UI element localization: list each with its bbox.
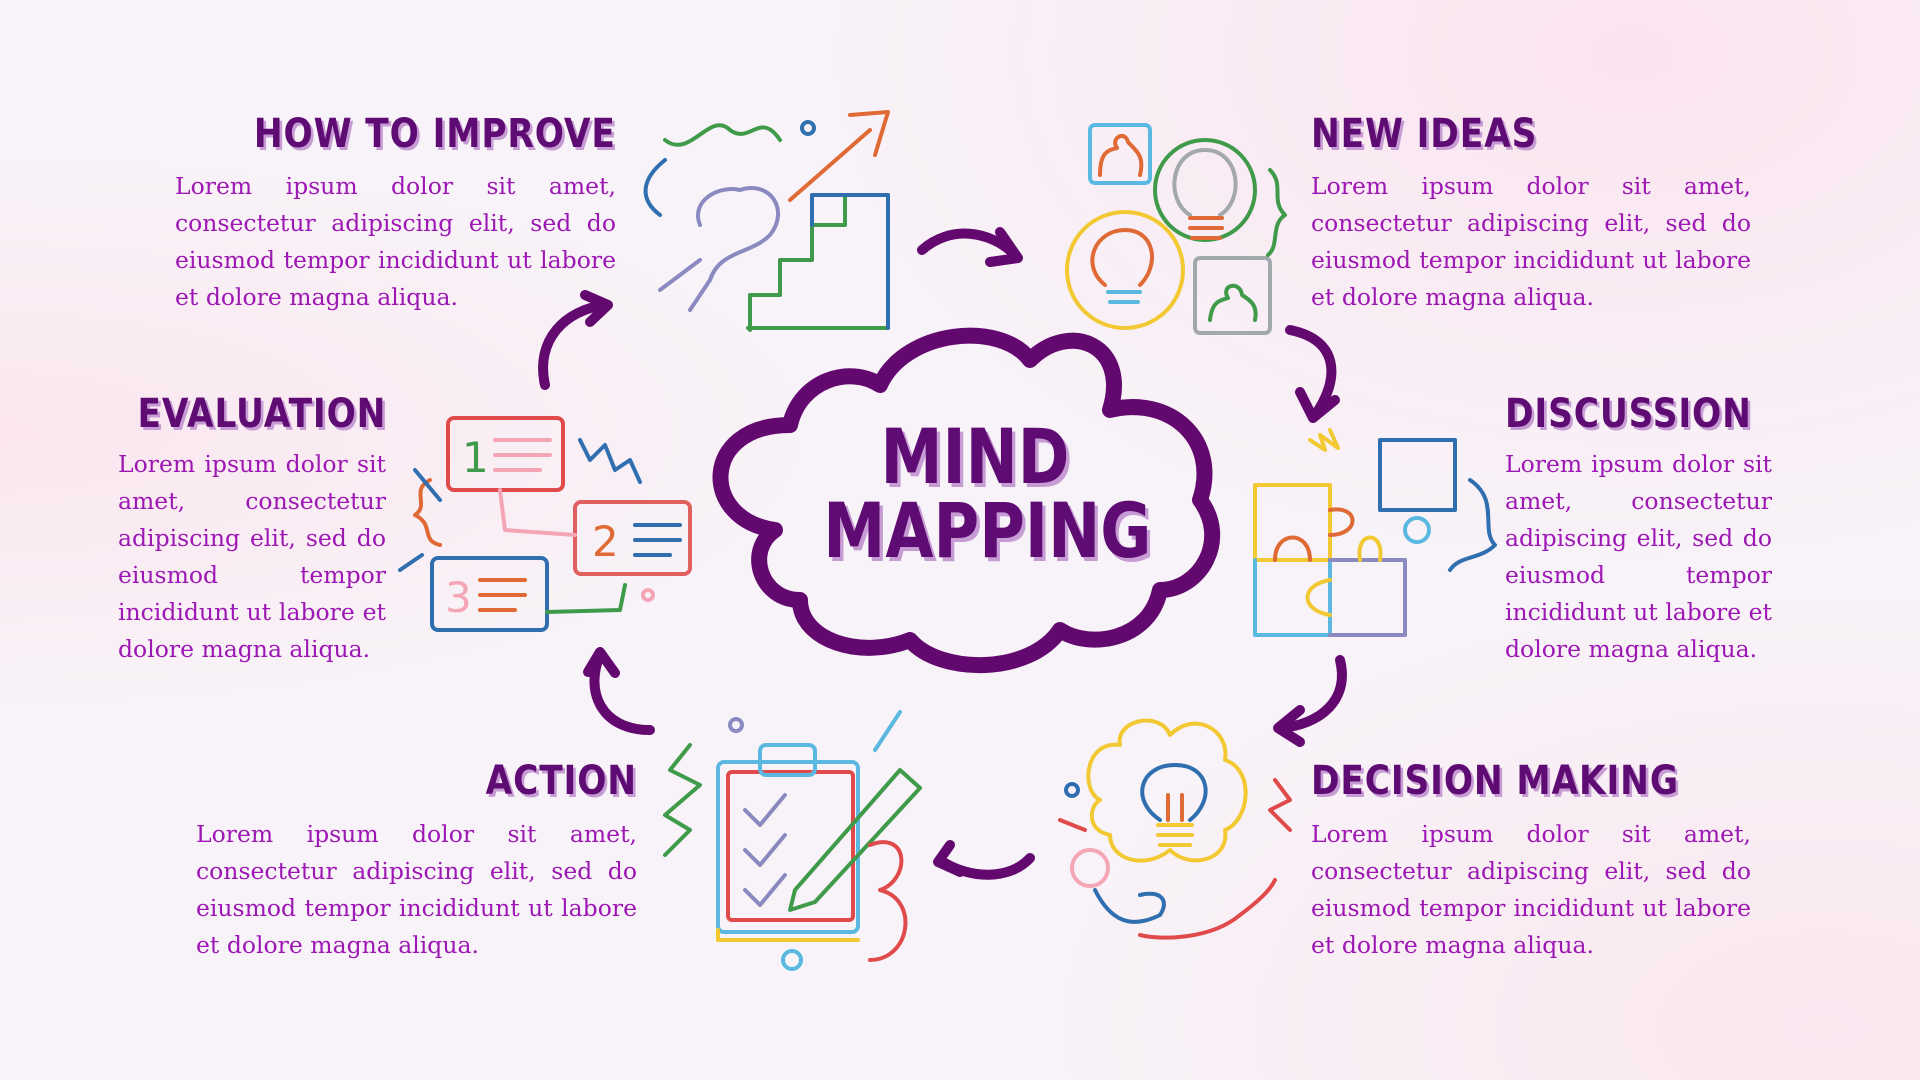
puzzle-icon xyxy=(1253,428,1497,637)
lightbulb-people-icon xyxy=(1065,123,1287,335)
lightbulb-hand-icon xyxy=(1058,718,1292,940)
section-title-evaluation: EVALUATION xyxy=(137,391,386,437)
list-number-3: 3 xyxy=(445,573,472,622)
section-title-action: ACTION xyxy=(485,758,637,804)
section-text-decision-making: Lorem ipsum dolor sit amet, consectetur … xyxy=(1311,820,1751,959)
cloud-shape xyxy=(712,327,1221,673)
section-title-new-ideas: NEW IDEAS xyxy=(1311,111,1538,157)
section-title-decision-making: DECISION MAKING xyxy=(1311,758,1679,804)
arrow-icon xyxy=(589,650,655,735)
central-topic-line1: MIND xyxy=(880,412,1070,501)
numbered-list-icon xyxy=(398,416,692,632)
section-text-new-ideas: Lorem ipsum dolor sit amet, consectetur … xyxy=(1311,172,1751,311)
arrow-icon xyxy=(538,300,610,390)
cycle-arrows xyxy=(538,227,1347,880)
arrow-icon xyxy=(1275,655,1347,733)
section-text-discussion: Lorem ipsum dolor sit amet, consectetur … xyxy=(1505,450,1772,663)
section-title-how-to-improve: HOW TO IMPROVE xyxy=(254,111,616,157)
stairs-growth-icon xyxy=(643,110,890,332)
list-number-2: 2 xyxy=(592,517,619,566)
central-topic-line2: MAPPING xyxy=(823,486,1152,575)
checklist-pencil-icon xyxy=(663,710,922,971)
central-topic: MIND MAPPING xyxy=(823,412,1152,575)
section-text-evaluation: Lorem ipsum dolor sit amet, consectetur … xyxy=(118,450,386,663)
section-text-how-to-improve: Lorem ipsum dolor sit amet, consectetur … xyxy=(175,172,616,311)
section-title-discussion: DISCUSSION xyxy=(1505,391,1752,437)
list-number-1: 1 xyxy=(462,433,489,482)
section-text-action: Lorem ipsum dolor sit amet, consectetur … xyxy=(196,820,637,959)
arrow-icon xyxy=(1285,325,1337,420)
